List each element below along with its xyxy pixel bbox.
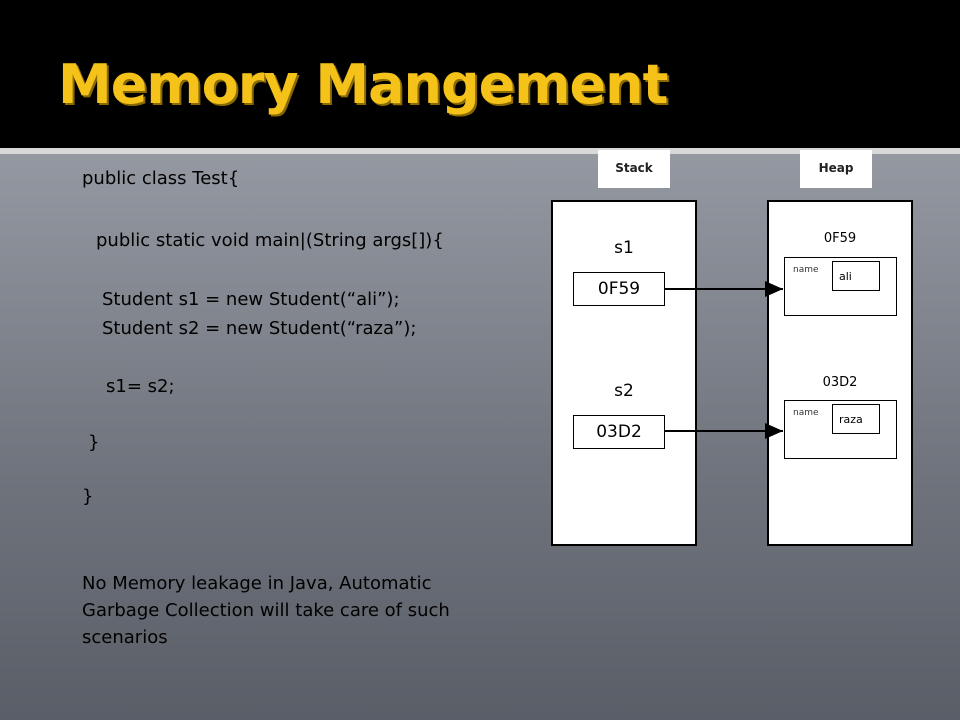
code-line-class: public class Test{ — [82, 168, 240, 189]
heap-object-ali: name ali — [784, 257, 897, 316]
code-line-s2: Student s2 = new Student(“raza”); — [102, 318, 417, 339]
slide-title: Memory Mangement — [58, 53, 668, 116]
field-value-raza: raza — [832, 404, 880, 434]
heap-address-03D2: 03D2 — [822, 375, 858, 390]
stack-label: Stack — [598, 150, 670, 188]
field-name-label: name — [793, 265, 819, 275]
stack-panel — [551, 200, 697, 546]
code-line-main: public static void main|(String args[]){ — [96, 230, 444, 251]
code-line-close-main: } — [88, 432, 100, 453]
code-line-assign: s1= s2; — [106, 376, 175, 397]
code-line-s1: Student s1 = new Student(“ali”); — [102, 289, 400, 310]
field-name-label: name — [793, 408, 819, 418]
stack-var-s1: s1 — [614, 238, 634, 258]
heap-object-raza: name raza — [784, 400, 897, 459]
code-line-close-class: } — [82, 486, 94, 507]
heap-address-0F59: 0F59 — [823, 231, 857, 246]
stack-ref-s2: 03D2 — [573, 415, 665, 449]
stack-var-s2: s2 — [614, 381, 634, 401]
title-bar — [0, 0, 960, 148]
stack-ref-s1: 0F59 — [573, 272, 665, 306]
title-divider — [0, 148, 960, 154]
field-value-ali: ali — [832, 261, 880, 291]
gc-note: No Memory leakage in Java, Automatic Gar… — [82, 573, 450, 648]
heap-label: Heap — [800, 150, 872, 188]
